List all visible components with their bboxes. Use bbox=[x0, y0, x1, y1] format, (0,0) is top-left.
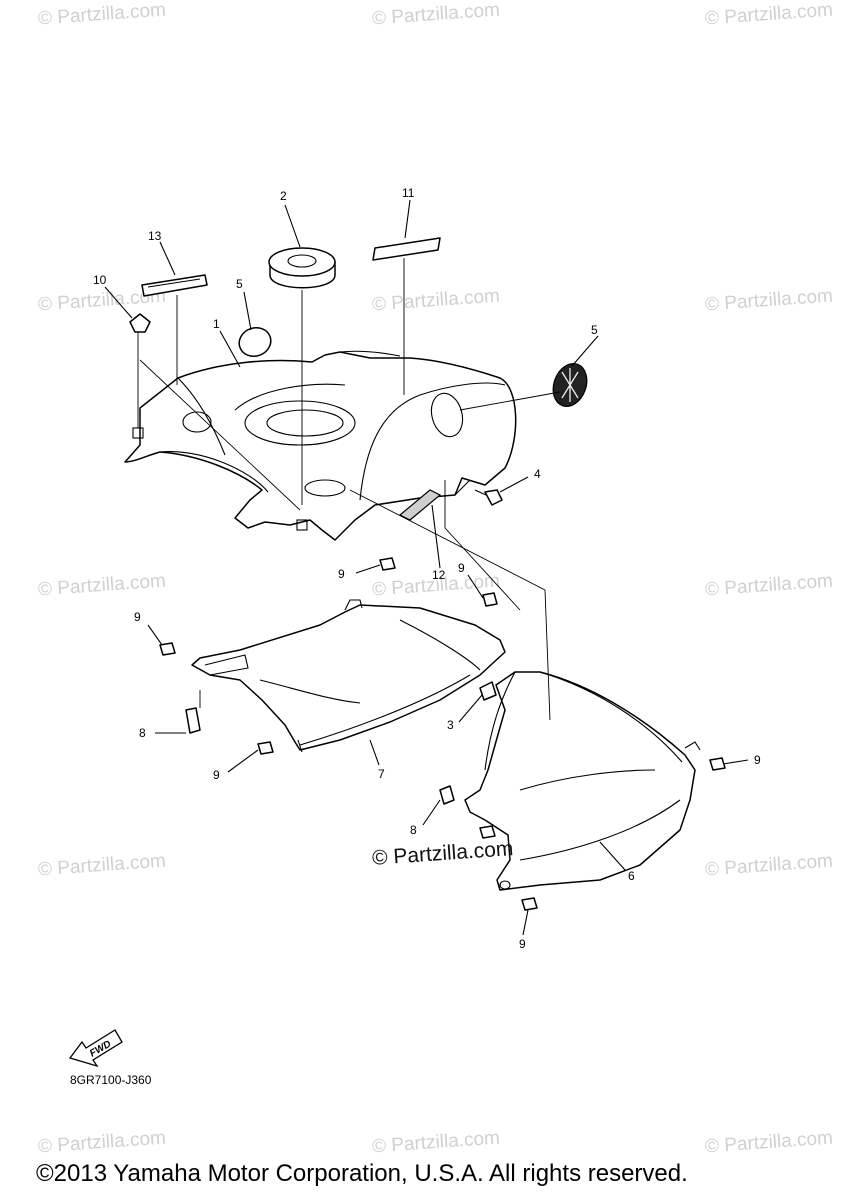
callout-9: 9 bbox=[754, 753, 761, 767]
copyright-notice: ©2013 Yamaha Motor Corporation, U.S.A. A… bbox=[36, 1160, 688, 1187]
callout-1: 1 bbox=[213, 317, 220, 331]
callout-8-right: 8 bbox=[410, 823, 417, 837]
callout-13: 13 bbox=[148, 229, 162, 243]
part-2-grommet bbox=[268, 247, 336, 289]
callout-12: 12 bbox=[432, 568, 446, 582]
callout-9: 9 bbox=[458, 561, 465, 575]
callout-5-right: 5 bbox=[591, 323, 598, 337]
callout-9: 9 bbox=[134, 610, 141, 624]
part-12-damper bbox=[398, 489, 442, 521]
callout-9: 9 bbox=[213, 768, 220, 782]
part-10-clip bbox=[129, 313, 151, 333]
callout-11: 11 bbox=[402, 186, 415, 200]
callout-2: 2 bbox=[280, 189, 287, 203]
part-13-strip bbox=[141, 274, 208, 297]
part-8-clip-right bbox=[439, 785, 455, 805]
part-4-bolt bbox=[474, 489, 503, 506]
part-11-label bbox=[372, 237, 441, 261]
diagram-code: 8GR7100-J360 bbox=[70, 1073, 152, 1087]
part-5-emblem-left bbox=[238, 327, 272, 357]
callout-8-left: 8 bbox=[139, 726, 146, 740]
callout-4: 4 bbox=[534, 467, 541, 481]
leader-lines bbox=[104, 199, 749, 936]
callout-10: 10 bbox=[93, 273, 107, 287]
callout-9: 9 bbox=[519, 937, 526, 951]
callout-5-left: 5 bbox=[236, 277, 243, 291]
callout-9: 9 bbox=[338, 567, 345, 581]
part-3-bracket bbox=[479, 681, 497, 701]
part-9-bolts bbox=[159, 557, 726, 911]
part-1-tank-cover bbox=[124, 350, 517, 541]
callout-6: 6 bbox=[628, 869, 635, 883]
part-7-side-cover-left bbox=[191, 599, 506, 753]
assembly-lines bbox=[137, 258, 561, 721]
part-6-side-cover-right bbox=[464, 671, 701, 891]
callout-7: 7 bbox=[378, 767, 385, 781]
callout-3: 3 bbox=[447, 718, 454, 732]
part-8-clip-left bbox=[185, 707, 201, 734]
fwd-label: FWD bbox=[88, 1039, 113, 1060]
part-5-emblem-right bbox=[552, 363, 588, 407]
fwd-arrow-icon: FWD bbox=[68, 1029, 123, 1068]
